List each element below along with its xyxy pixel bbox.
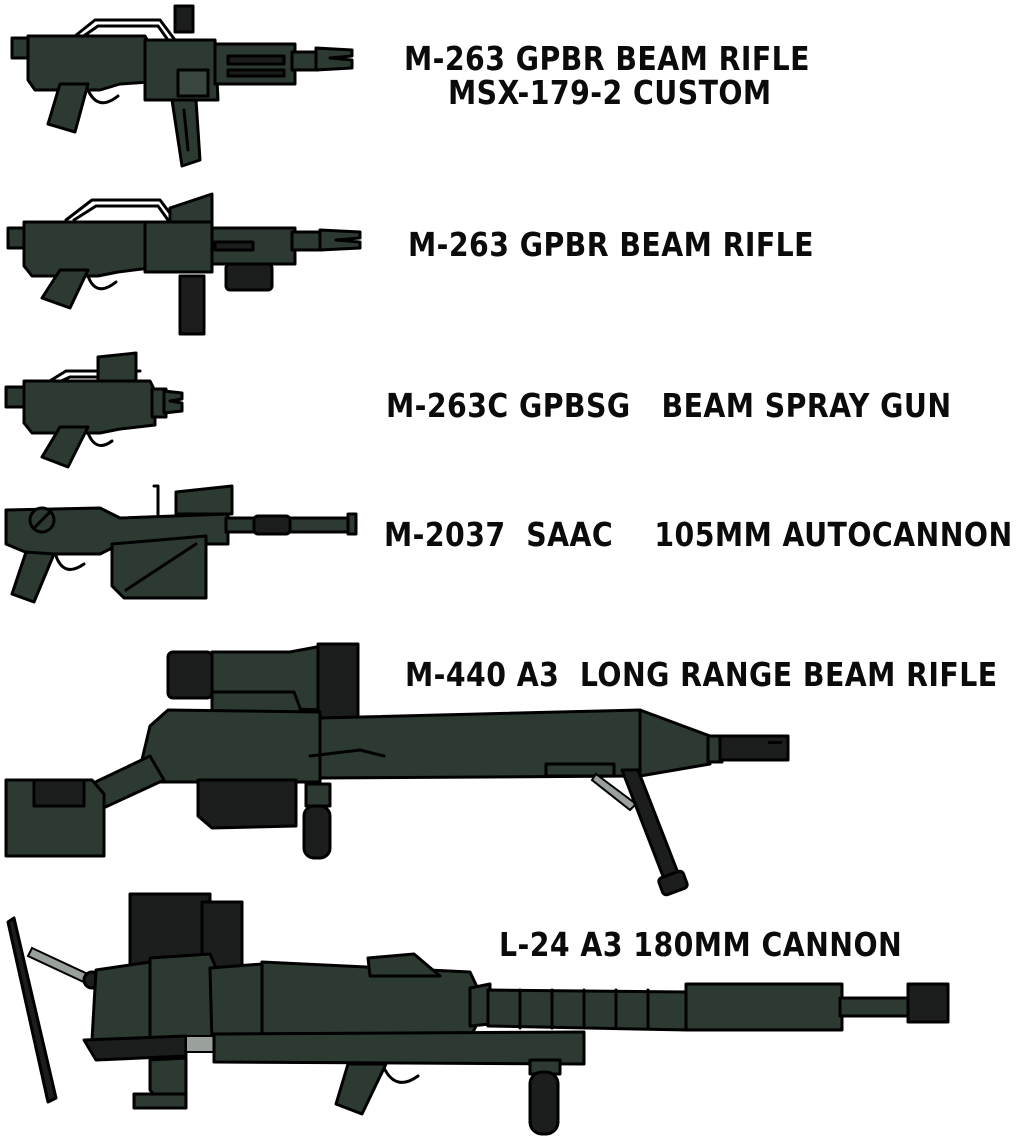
weapon-4-name: M-2037 SAAC 105MM AUTOCANNON <box>384 515 1013 554</box>
weapon-1-name: M-263 GPBR BEAM RIFLE <box>404 39 811 78</box>
weapon-6-name: L-24 A3 180MM CANNON <box>499 925 903 964</box>
weapon-2-name: M-263 GPBR BEAM RIFLE <box>408 225 815 264</box>
beam-rifle-drawing <box>6 192 362 336</box>
weapon-1-subname: MSX-179-2 CUSTOM <box>448 73 772 112</box>
beam-spray-gun-drawing <box>4 351 184 469</box>
autocannon-drawing <box>4 484 358 604</box>
long-range-beam-rifle-drawing <box>4 642 790 897</box>
cannon-drawing <box>6 892 950 1136</box>
beam-rifle-custom-drawing <box>10 4 354 168</box>
weapon-3-name: M-263C GPBSG BEAM SPRAY GUN <box>386 386 952 425</box>
weapon-5-name: M-440 A3 LONG RANGE BEAM RIFLE <box>405 655 998 694</box>
